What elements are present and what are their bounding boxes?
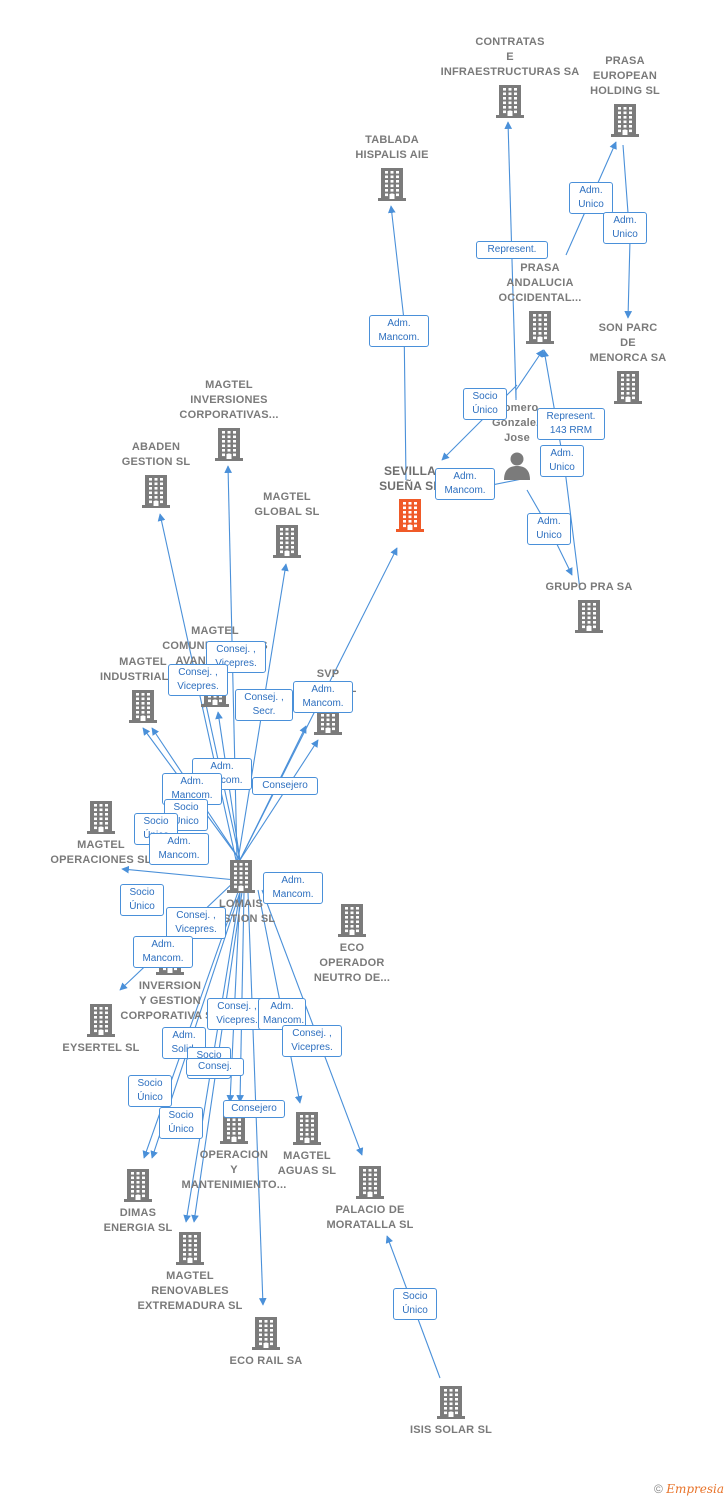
- relation-label[interactable]: Adm. Unico: [527, 513, 571, 545]
- relation-label[interactable]: Adm. Mancom.: [435, 468, 495, 500]
- relation-label[interactable]: Consejero: [252, 777, 318, 795]
- edge-27: [247, 891, 267, 1306]
- node-label[interactable]: MAGTEL GLOBAL SL: [254, 491, 320, 518]
- building-icon[interactable]: [614, 370, 642, 404]
- brand-logo-text: Empresia: [666, 1482, 724, 1496]
- node-label[interactable]: PRASA ANDALUCIA OCCIDENTAL...: [498, 262, 582, 304]
- relation-label[interactable]: Adm. Unico: [603, 212, 647, 244]
- building-icon[interactable]: [176, 1231, 204, 1265]
- node-label[interactable]: MAGTEL INVERSIONES CORPORATIVAS...: [179, 379, 279, 421]
- relation-label[interactable]: Socio Único: [128, 1075, 172, 1107]
- relation-label[interactable]: Adm. Mancom.: [263, 872, 323, 904]
- relation-label[interactable]: Consej. , Vicepres.: [166, 907, 226, 939]
- building-icon[interactable]: [396, 498, 424, 532]
- relation-label[interactable]: Consej. , Vicepres.: [207, 998, 267, 1030]
- building-icon[interactable]: [526, 310, 554, 344]
- node-label[interactable]: MAGTEL AGUAS SL: [277, 1150, 337, 1177]
- relation-label[interactable]: Represent. 143 RRM: [537, 408, 605, 440]
- node-label[interactable]: DIMAS ENERGIA SL: [103, 1207, 173, 1234]
- node-label[interactable]: CONTRATAS E INFRAESTRUCTURAS SA: [440, 36, 580, 78]
- edge-17: [239, 739, 319, 861]
- edge-5: [515, 349, 544, 400]
- building-icon[interactable]: [611, 103, 639, 137]
- building-icon[interactable]: [124, 1168, 152, 1202]
- building-icon[interactable]: [87, 1003, 115, 1037]
- relation-label[interactable]: Adm. Mancom.: [133, 936, 193, 968]
- relation-label[interactable]: Consejero: [223, 1100, 285, 1118]
- node-label[interactable]: PRASA EUROPEAN HOLDING SL: [590, 55, 660, 97]
- building-icon[interactable]: [293, 1111, 321, 1145]
- relation-label[interactable]: Consej. , Vicepres.: [168, 664, 228, 696]
- edge-29: [261, 889, 364, 1156]
- edge-20: [121, 865, 237, 881]
- relation-label[interactable]: Socio Único: [463, 388, 507, 420]
- node-label[interactable]: SEVILLA SUEÑA SL: [379, 464, 441, 493]
- relation-label[interactable]: Adm. Mancom.: [293, 681, 353, 713]
- node-label[interactable]: ECO OPERADOR NEUTRO DE...: [313, 942, 391, 984]
- relation-label[interactable]: Socio Único: [159, 1107, 203, 1139]
- relation-label[interactable]: Socio Único: [120, 884, 164, 916]
- relation-label[interactable]: Consej. , Secr.: [235, 689, 293, 721]
- copyright-symbol: ©: [654, 1482, 663, 1496]
- building-icon[interactable]: [227, 859, 255, 893]
- edge-0: [504, 121, 517, 399]
- building-icon[interactable]: [142, 474, 170, 508]
- relation-label[interactable]: Consej. , Vicepres.: [282, 1025, 342, 1057]
- node-label[interactable]: INVERSION Y GESTION CORPORATIVA SL: [120, 980, 219, 1022]
- relation-label[interactable]: Consej.: [186, 1058, 244, 1076]
- building-icon[interactable]: [378, 167, 406, 201]
- relation-label[interactable]: Adm. Mancom.: [369, 315, 429, 347]
- building-icon[interactable]: [575, 599, 603, 633]
- building-icon[interactable]: [273, 524, 301, 558]
- node-label[interactable]: MAGTEL RENOVABLES EXTREMADURA SL: [137, 1270, 243, 1312]
- building-icon[interactable]: [87, 800, 115, 834]
- building-icon[interactable]: [496, 84, 524, 118]
- node-label[interactable]: MAGTEL OPERACIONES SL: [50, 839, 152, 866]
- node-label[interactable]: ECO RAIL SA: [229, 1355, 303, 1367]
- node-label[interactable]: ABADEN GESTION SL: [121, 441, 191, 468]
- building-icon[interactable]: [437, 1385, 465, 1419]
- node-label[interactable]: OPERACION Y MANTENIMIENTO...: [181, 1149, 287, 1191]
- relation-label[interactable]: Adm. Mancom.: [258, 998, 306, 1030]
- edge-28: [257, 889, 303, 1104]
- relation-label[interactable]: Socio Único: [393, 1288, 437, 1320]
- footer-brand: © Empresia: [654, 1482, 724, 1496]
- node-label[interactable]: ISIS SOLAR SL: [409, 1424, 493, 1436]
- building-icon[interactable]: [356, 1165, 384, 1199]
- relation-label[interactable]: Adm. Mancom.: [149, 833, 209, 865]
- person-icon[interactable]: [502, 450, 532, 480]
- node-label[interactable]: SON PARC DE MENORCA SA: [589, 322, 667, 364]
- relation-label[interactable]: Adm. Unico: [540, 445, 584, 477]
- building-icon[interactable]: [252, 1316, 280, 1350]
- relation-label[interactable]: Adm. Unico: [569, 182, 613, 214]
- relation-label[interactable]: Represent.: [476, 241, 548, 259]
- node-label[interactable]: EYSERTEL SL: [62, 1042, 140, 1054]
- building-icon[interactable]: [338, 903, 366, 937]
- node-label[interactable]: PALACIO DE MORATALLA SL: [326, 1204, 414, 1231]
- node-label[interactable]: GRUPO PRA SA: [545, 581, 633, 593]
- building-icon[interactable]: [129, 689, 157, 723]
- node-label[interactable]: TABLADA HISPALIS AIE: [355, 134, 429, 161]
- building-icon[interactable]: [215, 427, 243, 461]
